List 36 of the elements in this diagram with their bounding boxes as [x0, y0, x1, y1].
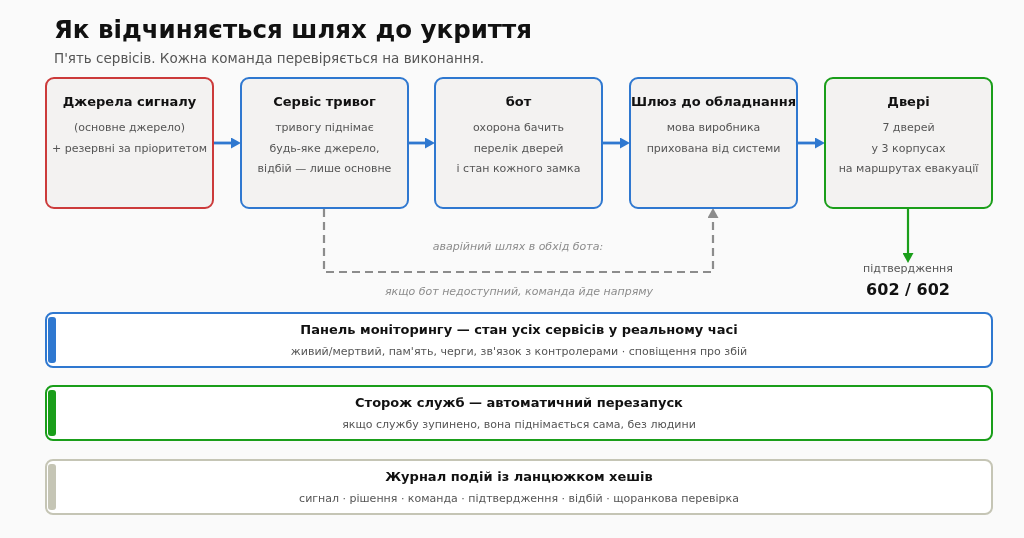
card-description: тривогу піднімає будь-яке джерело, відбій — лише основне — [257, 120, 392, 177]
service-card — [629, 77, 798, 209]
arrow — [798, 137, 825, 149]
service-card — [434, 77, 603, 209]
subtitle: П'ять сервісів. Кожна команда перевіряється на виконання. — [54, 49, 484, 67]
band-title: Сторож служб — автоматичний перезапуск — [355, 395, 683, 411]
card-title: Двері — [887, 94, 930, 110]
service-band — [45, 312, 993, 368]
band-title: Журнал подій із ланцюжком хешів — [385, 469, 653, 485]
card-title: Джерела сигналу — [62, 94, 197, 110]
arrow — [409, 137, 435, 149]
arrow — [603, 137, 630, 149]
service-card — [45, 77, 214, 209]
band-description: якщо службу зупинено, вона піднімається сама, без людини — [342, 417, 696, 433]
card-title: Шлюз до обладнання — [630, 94, 797, 110]
service-band — [45, 459, 993, 515]
card-title: Сервіс тривог — [273, 94, 376, 110]
card-description: 7 дверей у 3 корпусах на маршрутах евакуації — [838, 120, 979, 177]
card-description: охорона бачить перелік дверей і стан кожного замка — [456, 120, 581, 177]
band-title: Панель моніторингу — стан усіх сервісів у реальному часі — [300, 322, 738, 338]
arrow — [902, 209, 914, 263]
service-card — [240, 77, 409, 209]
counter-value: 602 / 602 — [866, 280, 950, 300]
arrow — [214, 137, 241, 149]
card-description: (основне джерело) + резервні за пріоритетом — [51, 120, 208, 157]
title: Як відчиняється шлях до укриття — [54, 15, 532, 45]
edge-note: якщо бот недоступний, команда йде напряму — [382, 285, 656, 299]
service-band — [45, 385, 993, 441]
card-description: мова виробника прихована від системи — [646, 120, 781, 157]
service-card — [824, 77, 993, 209]
card-title: бот — [505, 94, 532, 110]
band-description: сигнал · рішення · команда · підтвердження · відбій · щоранкова перевірка — [299, 491, 739, 507]
dashed-arrow — [322, 208, 719, 274]
edge-label: аварійний шлях в обхід бота: — [430, 240, 606, 254]
counter-label: підтвердження — [863, 262, 953, 276]
band-description: живий/мертвий, пам'ять, черги, зв'язок з контролерами · сповіщення про збій — [290, 344, 748, 360]
